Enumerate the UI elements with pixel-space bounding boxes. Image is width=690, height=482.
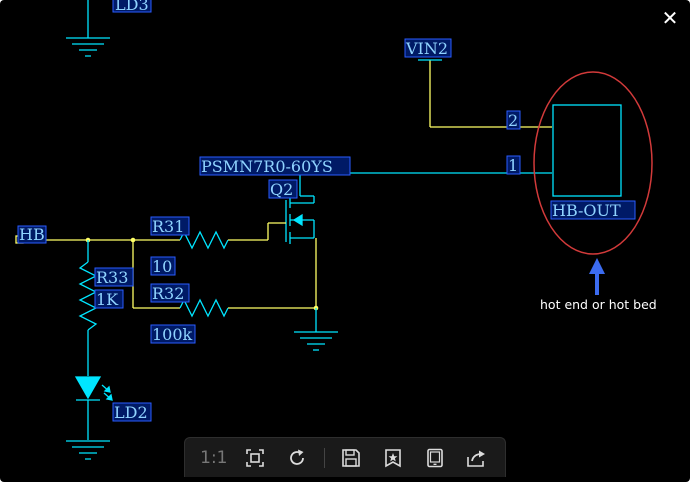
svg-text:1K: 1K (96, 290, 119, 309)
fit-screen-button[interactable] (240, 443, 270, 473)
share-button[interactable] (461, 443, 491, 473)
actual-size-button[interactable]: 1:1 (199, 443, 229, 473)
junction-dot (130, 237, 136, 243)
ground-symbol-top (66, 0, 110, 57)
svg-text:1: 1 (508, 156, 518, 175)
viewer-toolbar: 1:1 (184, 437, 506, 477)
save-icon (342, 448, 361, 467)
hb-out-connector (552, 104, 622, 197)
svg-text:R32: R32 (152, 284, 184, 303)
save-button[interactable] (336, 443, 366, 473)
r31-label: R31 (150, 216, 190, 236)
ground-symbol-source (294, 308, 338, 351)
svg-text:2: 2 (508, 111, 518, 130)
svg-text:10: 10 (152, 257, 172, 276)
r31-value-label: 10 (150, 256, 176, 276)
close-icon: ✕ (661, 6, 679, 30)
vin2-label: VIN2 (404, 38, 452, 58)
q2-label: Q2 (268, 179, 298, 199)
pin2-label: 2 (506, 110, 521, 130)
share-icon (467, 450, 486, 467)
close-button[interactable]: ✕ (660, 8, 680, 28)
fit-screen-icon (246, 448, 265, 467)
hb-label: HB (17, 225, 47, 244)
led-ld2 (74, 376, 113, 440)
svg-text:R31: R31 (152, 217, 184, 236)
ground-symbol-led (66, 440, 110, 460)
tablet-button[interactable] (420, 443, 450, 473)
tablet-icon (426, 448, 443, 467)
resistor-r33 (78, 240, 98, 376)
svg-text:PSMN7R0-60YS: PSMN7R0-60YS (201, 157, 333, 176)
ld3-label: LD3 (112, 0, 152, 14)
r32-label: R32 (150, 283, 190, 303)
r33-label: R33 (94, 267, 134, 287)
toolbar-divider (323, 447, 325, 468)
r32-value-label: 100k (150, 324, 196, 344)
svg-text:R33: R33 (96, 268, 128, 287)
r33-value-label: 1K (94, 289, 124, 309)
drain-wire (299, 172, 552, 196)
svg-text:VIN2: VIN2 (405, 39, 448, 58)
svg-text:LD2: LD2 (114, 403, 148, 422)
svg-text:HB: HB (19, 225, 45, 244)
vin2-wire (429, 60, 552, 128)
hb-out-label: HB-OUT (550, 200, 636, 220)
svg-text:Q2: Q2 (270, 180, 293, 199)
resistor-r32 (179, 298, 229, 318)
highlight-circle (533, 71, 653, 255)
favorite-icon (385, 448, 401, 467)
annotation-text: hot end or hot bed (540, 297, 657, 312)
pin1-label: 1 (506, 155, 521, 175)
svg-text:100k: 100k (152, 325, 193, 344)
mosfet-q2 (285, 195, 315, 244)
mosfet-part-label: PSMN7R0-60YS (199, 156, 351, 176)
svg-text:LD3: LD3 (115, 0, 149, 14)
rotate-button[interactable] (282, 443, 312, 473)
rotate-icon (290, 449, 304, 465)
ld2-label: LD2 (112, 402, 152, 422)
svg-text:HB-OUT: HB-OUT (552, 201, 621, 220)
favorite-button[interactable] (378, 443, 408, 473)
ratio-label: 1:1 (200, 447, 228, 468)
annotation-arrow (589, 258, 605, 295)
